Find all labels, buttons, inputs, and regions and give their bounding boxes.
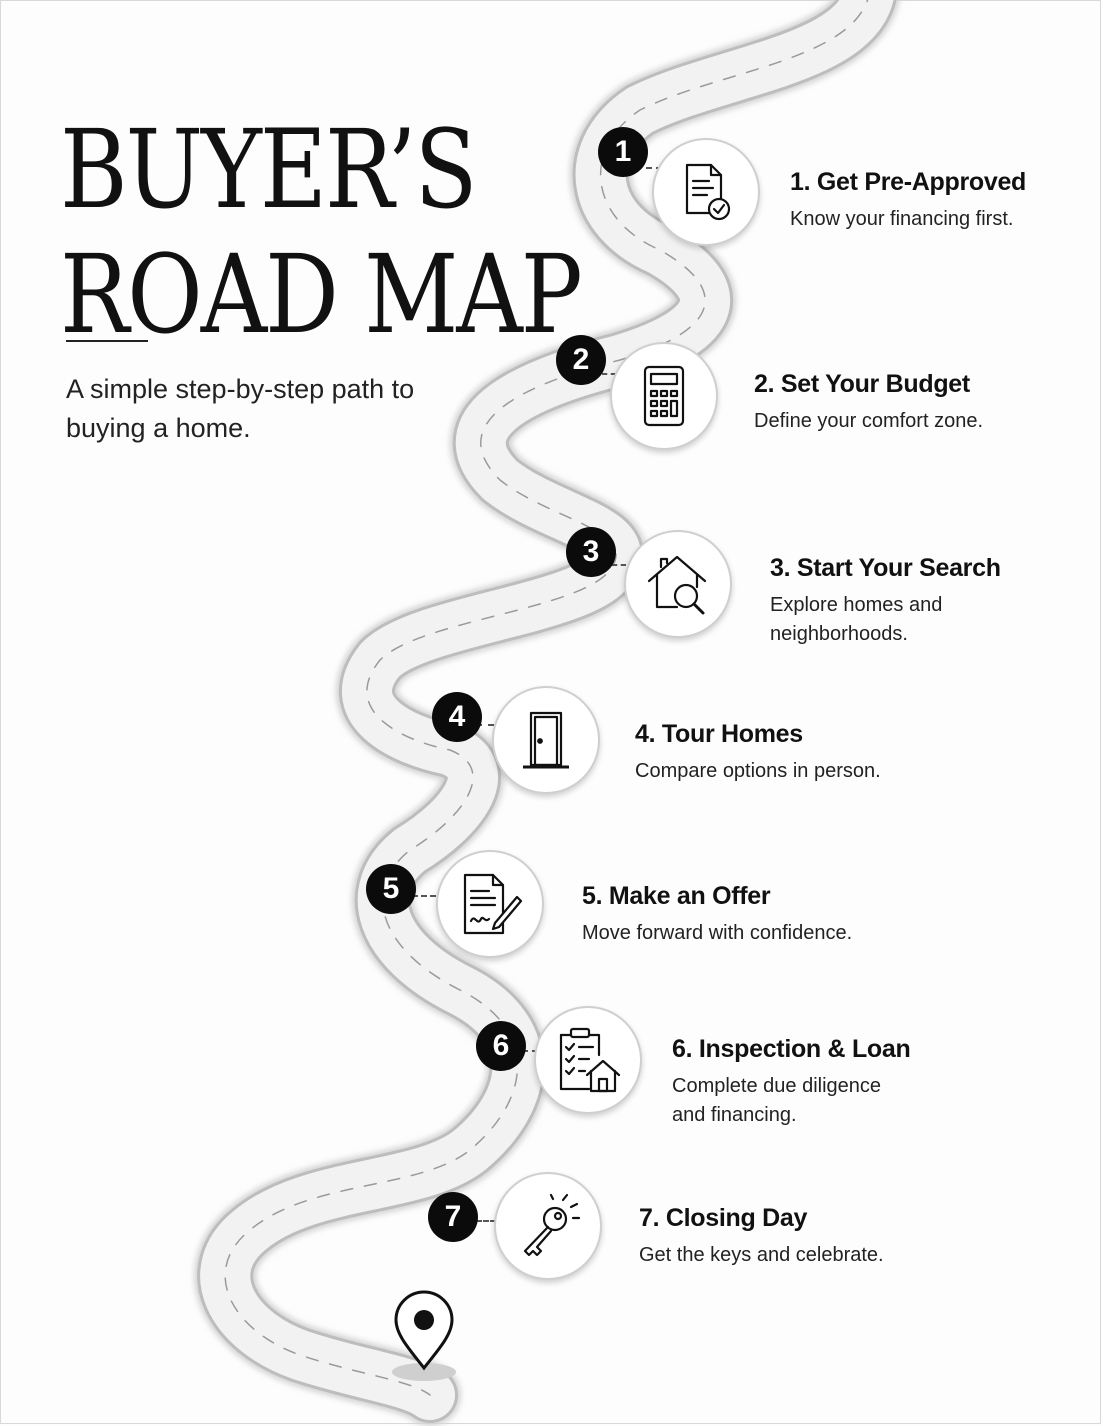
step-5-icon-circle (436, 850, 544, 958)
map-pin-icon (392, 1290, 456, 1381)
house-search-icon (647, 555, 707, 615)
step-2-title: 2. Set Your Budget (754, 370, 970, 398)
step-7-description: Get the keys and celebrate. (639, 1244, 884, 1266)
step-3-number-badge: 3 (566, 527, 616, 577)
step-3-description: Explore homes and neighborhoods. (770, 594, 943, 645)
title-line-2: ROAD MAP (60, 231, 583, 359)
step-5-description: Move forward with confidence. (582, 922, 853, 944)
step-1-text: 1. Get Pre-Approved Know your financing … (790, 168, 1026, 234)
step-6-number-badge: 6 (476, 1021, 526, 1071)
step-7-title: 7. Closing Day (639, 1204, 808, 1232)
step-4-title: 4. Tour Homes (635, 720, 803, 748)
step-2-text: 2. Set Your Budget Define your comfort z… (754, 370, 983, 436)
step-2-description: Define your comfort zone. (754, 410, 983, 432)
checklist-house-icon (559, 1027, 621, 1093)
step-6-icon-circle (534, 1006, 642, 1114)
door-icon (523, 711, 569, 769)
calculator-icon (643, 365, 685, 427)
step-5-text: 5. Make an Offer Move forward with confi… (582, 882, 852, 948)
step-2-connector (602, 373, 616, 375)
document-check-icon (685, 163, 731, 221)
step-4-connector (476, 724, 494, 726)
step-5-title: 5. Make an Offer (582, 882, 771, 910)
step-2-icon-circle (610, 342, 718, 450)
step-2-number-badge: 2 (556, 335, 606, 385)
step-7-number-badge: 7 (428, 1192, 478, 1242)
step-5-connector (412, 895, 436, 897)
step-3-title: 3. Start Your Search (770, 554, 1001, 582)
step-4-number-badge: 4 (432, 692, 482, 742)
title-line-1: BUYER’S (60, 106, 478, 234)
step-4-description: Compare options in person. (635, 760, 881, 782)
step-3-connector (612, 564, 626, 566)
step-6-connector (522, 1050, 538, 1052)
step-4-icon-circle (492, 686, 600, 794)
title-divider (66, 340, 148, 342)
step-1-number-badge: 1 (598, 127, 648, 177)
step-7-icon-circle (494, 1172, 602, 1280)
step-3-icon-circle (624, 530, 732, 638)
step-7-connector (476, 1220, 496, 1222)
step-3-text: 3. Start Your Search Explore homes and n… (770, 554, 1001, 649)
page-title: BUYER’S ROAD MAP (60, 106, 583, 359)
step-1-connector (646, 167, 662, 169)
step-4-text: 4. Tour Homes Compare options in person. (635, 720, 881, 786)
page-subtitle: A simple step-by-step path to buying a h… (66, 374, 415, 443)
key-icon (523, 1193, 581, 1257)
step-6-description: Complete due diligence and financing. (672, 1075, 882, 1126)
step-5-number-badge: 5 (366, 864, 416, 914)
signed-contract-icon (463, 873, 523, 935)
step-1-description: Know your financing first. (790, 208, 1014, 230)
step-1-icon-circle (652, 138, 760, 246)
step-6-title: 6. Inspection & Loan (672, 1035, 911, 1063)
step-1-title: 1. Get Pre-Approved (790, 168, 1027, 196)
step-7-text: 7. Closing Day Get the keys and celebrat… (639, 1204, 884, 1270)
step-6-text: 6. Inspection & Loan Complete due dilige… (672, 1035, 911, 1130)
